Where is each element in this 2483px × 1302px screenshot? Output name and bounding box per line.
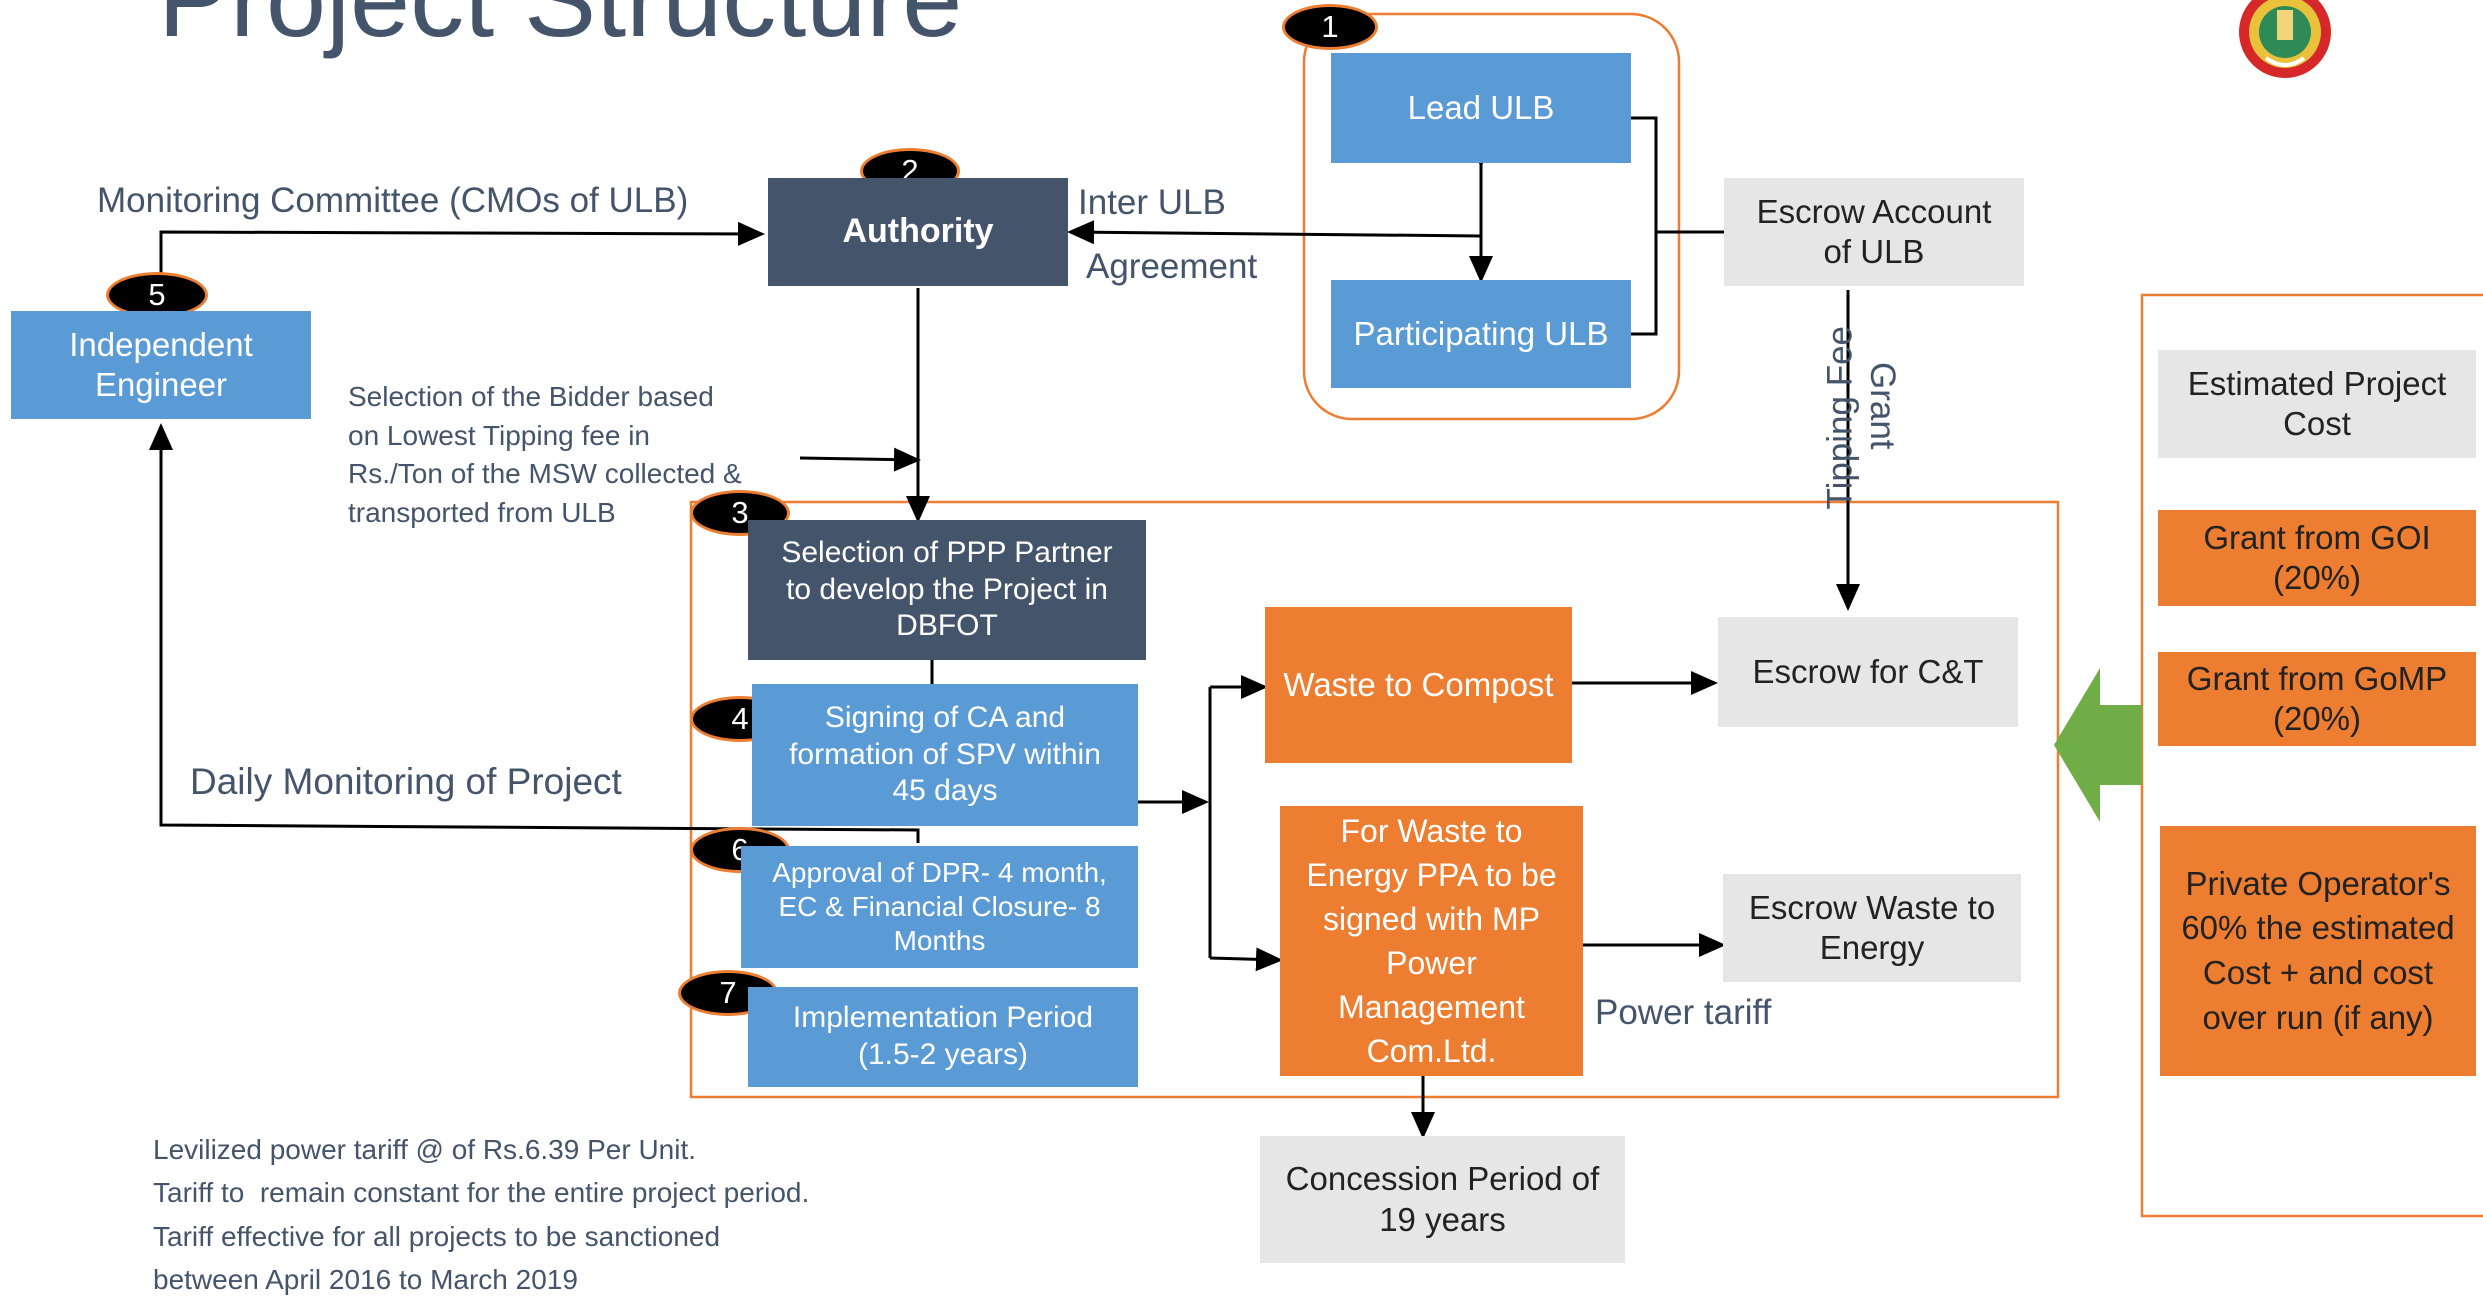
authority-box: Authority — [768, 178, 1068, 286]
grant-goi-box: Grant from GOI (20%) — [2158, 510, 2476, 606]
approval-dpr-box: Approval of DPR- 4 month, EC & Financial… — [741, 846, 1138, 968]
green-arrow — [2054, 668, 2142, 822]
grant-label: Grant — [1862, 361, 1902, 450]
wte-arrow — [1209, 947, 1283, 972]
implementation-box: Implementation Period (1.5-2 years) — [748, 987, 1138, 1087]
estimated-cost-box: Estimated Project Cost — [2158, 350, 2476, 458]
participating-ulb-box: Participating ULB — [1331, 280, 1631, 388]
tariff-notes: Levilized power tariff @ of Rs.6.39 Per … — [153, 1134, 810, 1296]
lead-ulb-box: Lead ULB — [1331, 53, 1631, 163]
process-frame — [689, 500, 2060, 1099]
waste-energy-box: For Waste to Energy PPA to be signed wit… — [1280, 806, 1583, 1076]
connector-layer — [149, 12, 2483, 1218]
monitoring-arrow — [159, 221, 765, 275]
private-operator-box: Private Operator's 60% the estimated Cos… — [2160, 826, 2476, 1076]
selection-ppp-box: Selection of PPP Partner to develop the … — [748, 520, 1146, 660]
power-tariff-label: Power tariff — [1595, 993, 1772, 1032]
badge-5: 5 — [106, 272, 208, 318]
signing-ca-box: Signing of CA and formation of SPV withi… — [752, 684, 1138, 826]
ulb-group-frame — [1302, 12, 1681, 421]
daily-monitoring-arrow — [149, 423, 920, 843]
independent-engineer-box: Independent Engineer — [11, 311, 311, 419]
inter-ulb-label: Inter ULB — [1078, 183, 1226, 222]
badge-1: 1 — [1282, 4, 1378, 50]
bidder-arrow — [799, 447, 921, 472]
tipping-fee-label: Tipping Fee — [1820, 325, 1860, 510]
escrow-ulb-box: Escrow Account of ULB — [1724, 178, 2024, 286]
agreement-arrow — [1067, 220, 1482, 245]
bidder-selection-label: Selection of the Bidder based on Lowest … — [348, 381, 742, 528]
page-title: Project Structure — [158, 0, 962, 59]
agreement-label: Agreement — [1086, 247, 1258, 286]
waste-compost-box: Waste to Compost — [1265, 607, 1572, 763]
emblem-logo — [2236, 0, 2334, 84]
ulb-bracket — [1631, 116, 1658, 336]
concession-box: Concession Period of 19 years — [1260, 1136, 1625, 1263]
monitoring-committee-label: Monitoring Committee (CMOs of ULB) — [97, 181, 689, 220]
daily-monitoring-label: Daily Monitoring of Project — [190, 761, 622, 802]
escrow-ct-box: Escrow for C&T — [1718, 617, 2018, 727]
grant-gomp-box: Grant from GoMP (20%) — [2158, 652, 2476, 746]
escrow-wte-box: Escrow Waste to Energy — [1723, 874, 2021, 982]
